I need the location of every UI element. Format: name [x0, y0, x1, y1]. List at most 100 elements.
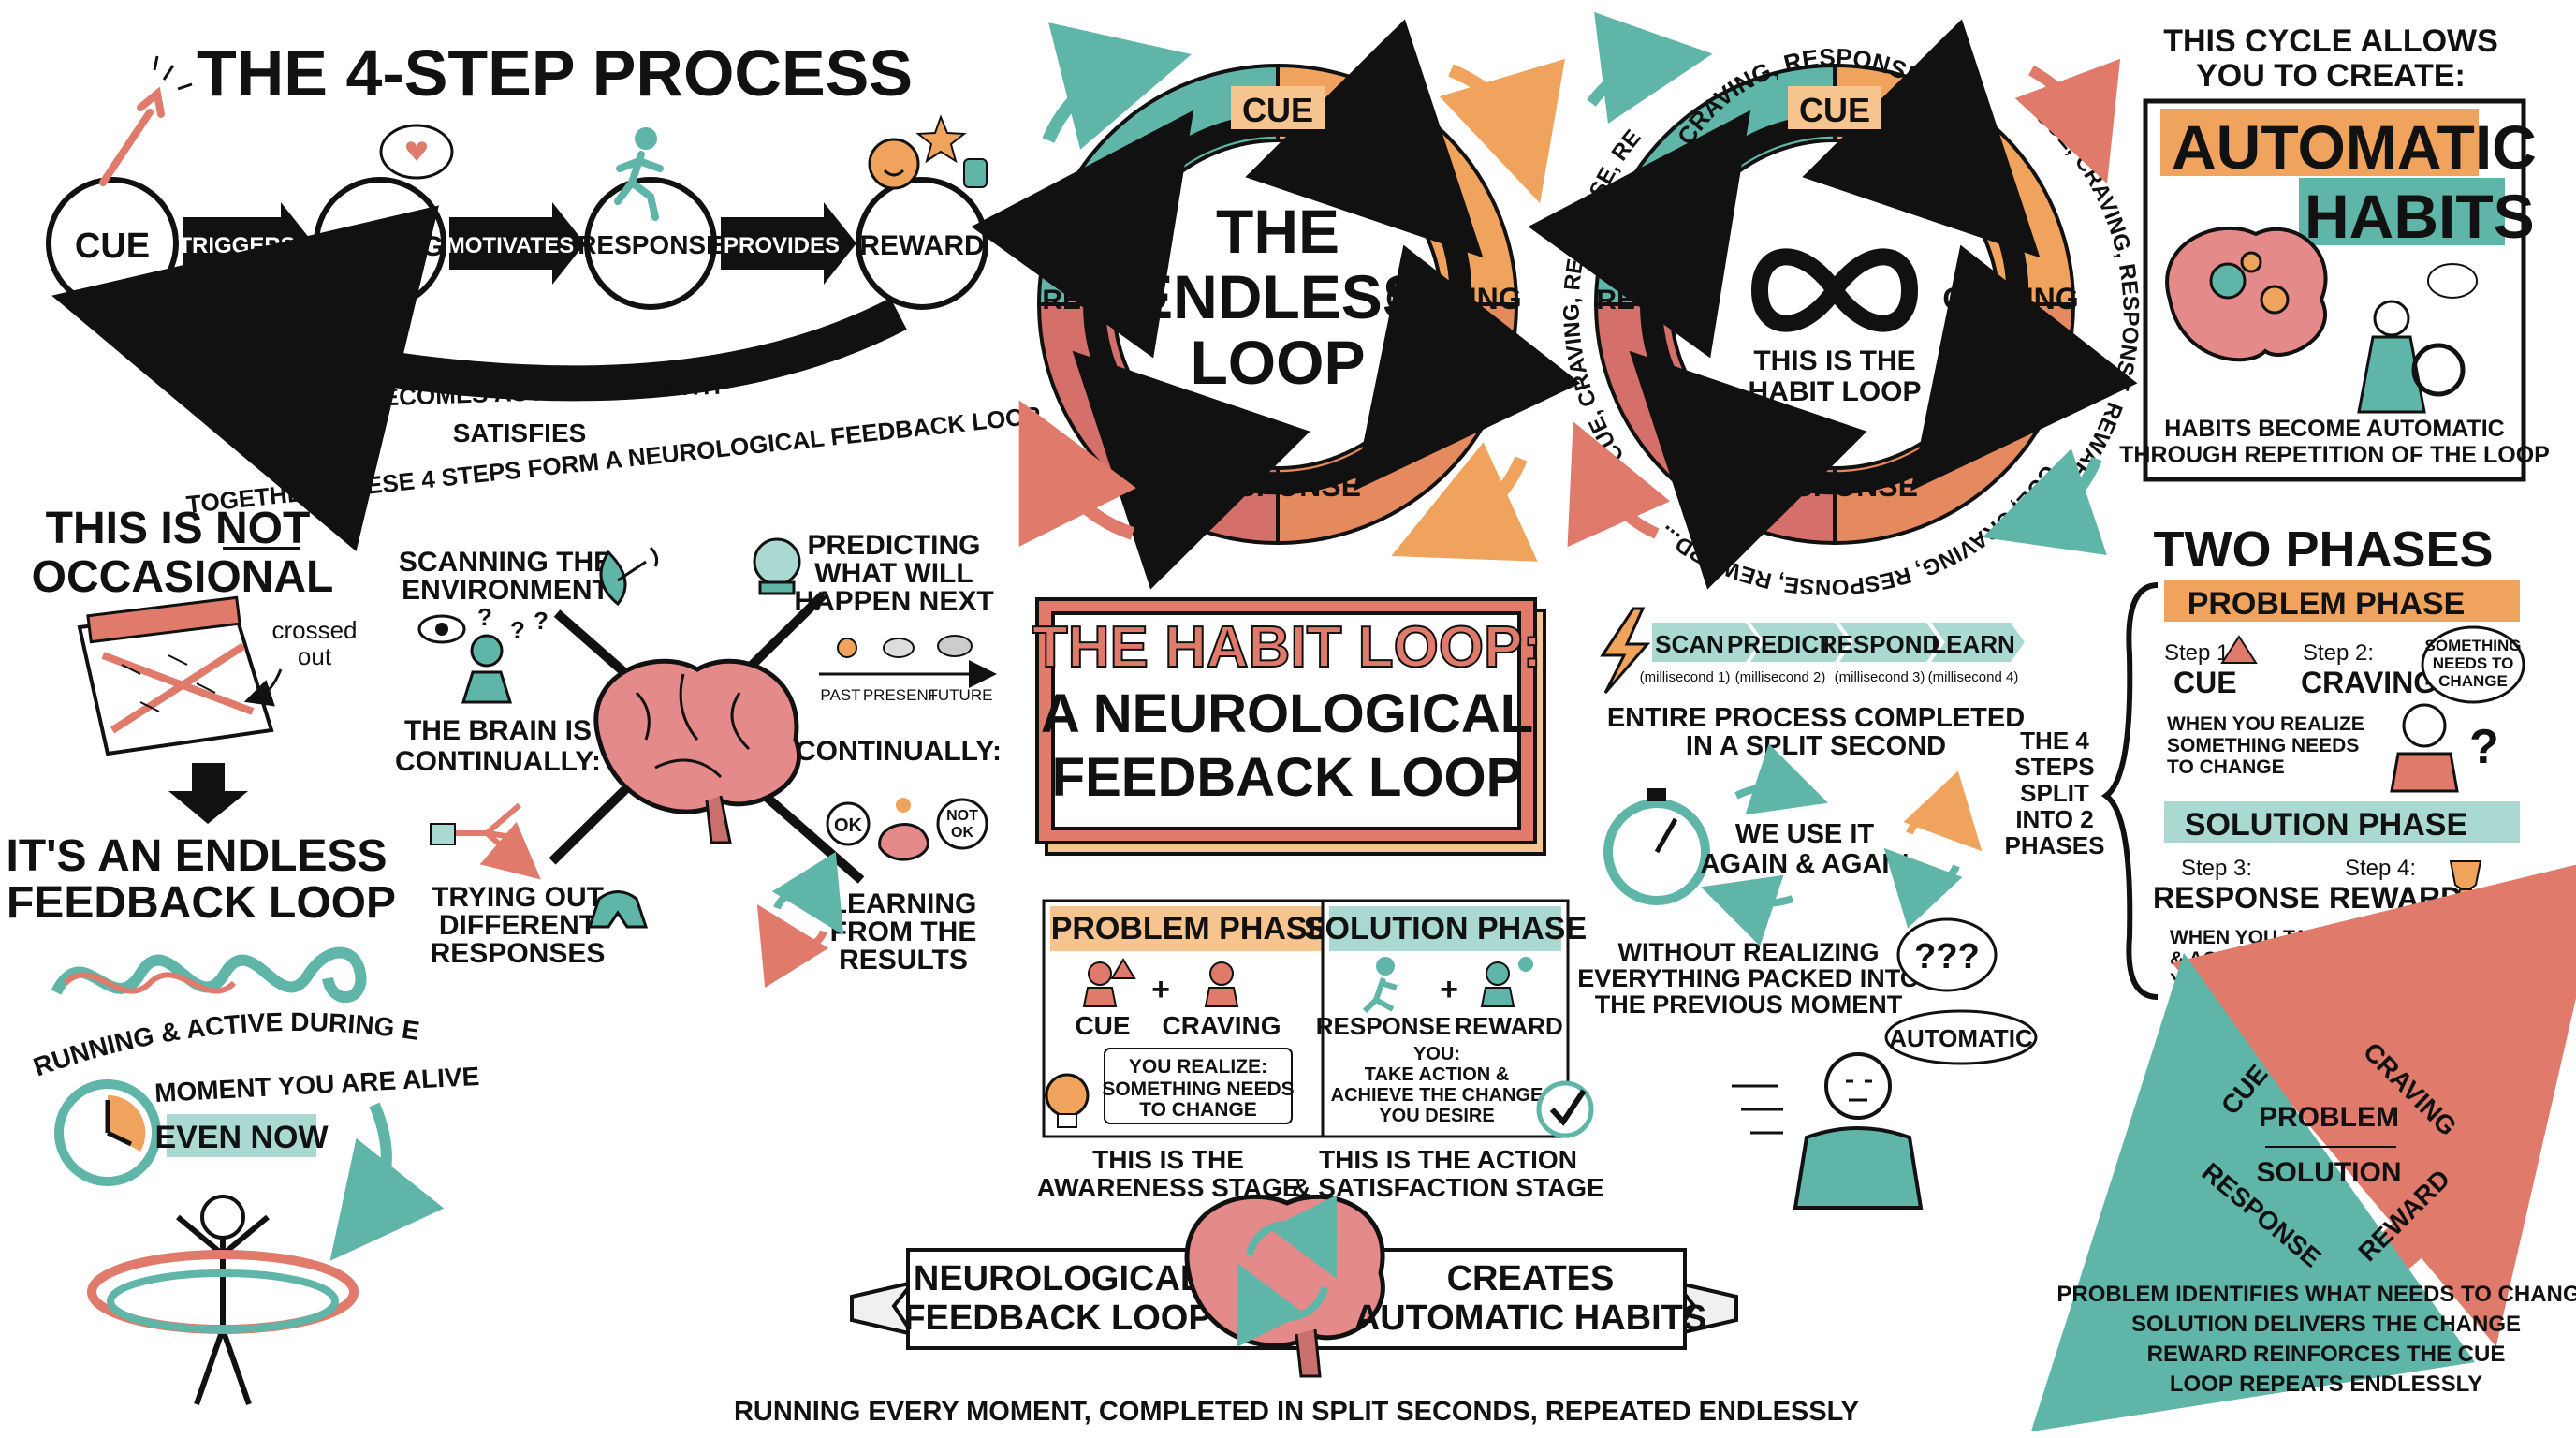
- warning-icon: [2220, 635, 2258, 664]
- banner-brain-icon: [1184, 1194, 1385, 1378]
- brain-icon: [593, 658, 801, 844]
- learning-line-2: FROM THE: [830, 917, 977, 947]
- learning-line-1: LEARNING: [830, 888, 977, 919]
- even-now-label: EVEN NOW: [154, 1120, 329, 1155]
- endless-center-line1: THE: [1216, 197, 1339, 266]
- solution-caption-1: THIS IS THE ACTION: [1319, 1145, 1577, 1174]
- problem-note-3: TO CHANGE: [1139, 1099, 1257, 1121]
- endless-feedback-2: FEEDBACK LOOP: [7, 878, 396, 928]
- solution-note-line-1: WHEN YOU TAKE ACTION: [2170, 927, 2415, 948]
- side-note-3: SPLIT: [2020, 779, 2089, 807]
- process-summary: TOGETHER, THESE 4 STEPS FORM A NEUROLOGI…: [185, 401, 1042, 519]
- four-step-process: THE 4-STEP PROCESS CUE TRIGGERS CRAVING …: [46, 37, 1042, 551]
- side-note-4: INTO 2: [2015, 805, 2093, 833]
- connector-motivates: MOTIVATES: [446, 202, 585, 285]
- not-occasional-title-1: THIS IS NOT: [46, 504, 311, 553]
- predicting-line-2: WHAT WILL: [814, 558, 973, 589]
- question-mark-3: ?: [534, 607, 549, 635]
- predicting-line-1: PREDICTING: [807, 530, 980, 561]
- mini-summary-2: SOLUTION DELIVERS THE CHANGE: [2131, 1312, 2521, 1337]
- infinity-label-craving: CRAVING: [1942, 282, 2078, 315]
- question-mark-1: ?: [477, 603, 492, 631]
- solution-card-response: RESPONSE: [1316, 1012, 1452, 1040]
- habit-loop-card: THE HABIT LOOP: A NEUROLOGICAL FEEDBACK …: [1032, 597, 1546, 856]
- automatic-caption-2: THROUGH REPETITION OF THE LOOP: [2119, 442, 2550, 468]
- thought-bubble: [1896, 917, 1998, 992]
- automatic-bubble-label: AUTOMATIC: [1889, 1024, 2033, 1052]
- step2-label: Step 2:: [2303, 640, 2374, 666]
- running-person-icon: [614, 127, 664, 221]
- ring-arrow-coral: [2014, 58, 2121, 184]
- refresh-icon: [1883, 770, 1983, 929]
- question-mark-2: ?: [510, 616, 525, 644]
- lightbulb-icon: [1045, 1073, 1090, 1128]
- side-note-2: STEPS: [2014, 753, 2094, 781]
- automatic-caption-1: HABITS BECOME AUTOMATIC: [2164, 416, 2504, 442]
- crystal-ball-icon: [753, 537, 801, 595]
- return-arrow: [51, 205, 907, 551]
- mini-center-solution: SOLUTION: [2257, 1157, 2402, 1188]
- endless-label-craving: CRAVING: [1385, 282, 1521, 315]
- person-with-rings-icon: [87, 1195, 359, 1405]
- step-craving-label: CRAVING: [316, 231, 444, 262]
- change-bubble: [2421, 625, 2525, 704]
- mini-cycle-diagram: CUE CRAVING REWARD RESPONSE PROBLEM SOLU…: [2031, 857, 2576, 1432]
- step2-name: CRAVING: [2301, 666, 2437, 699]
- infinity-label-cue: CUE: [1799, 91, 1870, 129]
- driving-person-icon: [2357, 263, 2478, 414]
- calendar-icon: [77, 595, 274, 756]
- solution-note-line-2: & ACHIEVE THE CHANGE: [2170, 948, 2411, 970]
- thumbs-up-person-icon: [2396, 906, 2531, 999]
- endless-loop-diagram: CUE CRAVING RESPONSE REWARD THE ENDLESS …: [971, 19, 1581, 590]
- clock-icon: [54, 1079, 161, 1186]
- bubble-line-2: NEEDS TO: [2433, 654, 2514, 672]
- not-occasional-title-2: OCCASIONAL: [32, 552, 334, 602]
- ring-arrow-teal-2: [1983, 448, 2107, 555]
- ms-3: (millisecond 3): [1835, 669, 1925, 685]
- crossed-note-2: out: [298, 642, 332, 670]
- banner-right-2: AUTOMATIC HABITS: [1354, 1299, 1706, 1338]
- side-note-1: THE 4: [2020, 726, 2089, 755]
- habit-loop-subtitle-1: A NEUROLOGICAL: [1041, 683, 1533, 744]
- svg-text:+: +: [1440, 972, 1458, 1007]
- step-reward-label: REWARD: [859, 230, 984, 261]
- step-response-node: RESPONSE: [578, 127, 724, 310]
- two-phases-title: TWO PHASES: [2153, 521, 2493, 578]
- person-alert-icon: [1082, 958, 1136, 1007]
- branching-arrows-icon: [430, 802, 520, 861]
- solution-phase-card: SOLUTION PHASE + RESPONSE REWARD YOU: TA…: [1292, 899, 1604, 1202]
- infinity-label-reward: REWARD: [1596, 285, 1720, 315]
- infinity-label-response: RESPONSE: [1751, 469, 1918, 503]
- problem-card-craving: CRAVING: [1162, 1011, 1281, 1040]
- ms-1: (millisecond 1): [1640, 669, 1731, 685]
- timeline-present: PRESENT: [863, 686, 938, 704]
- habit-loop-subtitle-2: FEEDBACK LOOP: [1052, 747, 1523, 808]
- continually-left-1: THE BRAIN IS: [404, 715, 592, 746]
- problem-card-title: PROBLEM PHASE: [1051, 911, 1329, 946]
- split-step-respond: RESPOND: [1820, 630, 1940, 658]
- brain-gears-icon: [2165, 226, 2328, 362]
- endless-label-reward: REWARD: [1042, 285, 1166, 315]
- problem-phase-card: PROBLEM PHASE + CUE CRAVING YOU REALIZE:…: [1036, 899, 1338, 1202]
- split-step-scan: SCAN: [1655, 630, 1724, 658]
- smiley-icon: [868, 138, 920, 190]
- problem-note-line-1: WHEN YOU REALIZE: [2167, 713, 2364, 735]
- endless-center-line3: LOOP: [1190, 328, 1365, 397]
- svg-text:PROVIDES: PROVIDES: [724, 233, 840, 258]
- step-cue-label: CUE: [75, 227, 150, 266]
- ms-2: (millisecond 2): [1735, 669, 1826, 685]
- trying-line-2: DIFFERENT: [439, 910, 596, 941]
- connector-triggers: TRIGGERS: [178, 202, 314, 285]
- without-line-2: EVERYTHING PACKED INTO: [1577, 964, 1920, 992]
- split-caption-1: ENTIRE PROCESS COMPLETED: [1607, 703, 2025, 733]
- step3-label: Step 3:: [2181, 856, 2252, 881]
- side-note-5: PHASES: [2005, 831, 2105, 859]
- timeline-past: PAST: [820, 686, 860, 704]
- solution-card-title: SOLUTION PHASE: [1304, 911, 1587, 946]
- infinity-center-line1: THIS IS THE: [1753, 345, 1915, 376]
- without-line-1: WITHOUT REALIZING: [1618, 938, 1880, 966]
- split-step-predict: PREDICT: [1727, 630, 1834, 658]
- banner-left-1: NEUROLOGICAL: [914, 1259, 1202, 1299]
- solution-note-2: TAKE ACTION &: [1365, 1064, 1509, 1085]
- stopwatch-icon: [1603, 788, 1710, 905]
